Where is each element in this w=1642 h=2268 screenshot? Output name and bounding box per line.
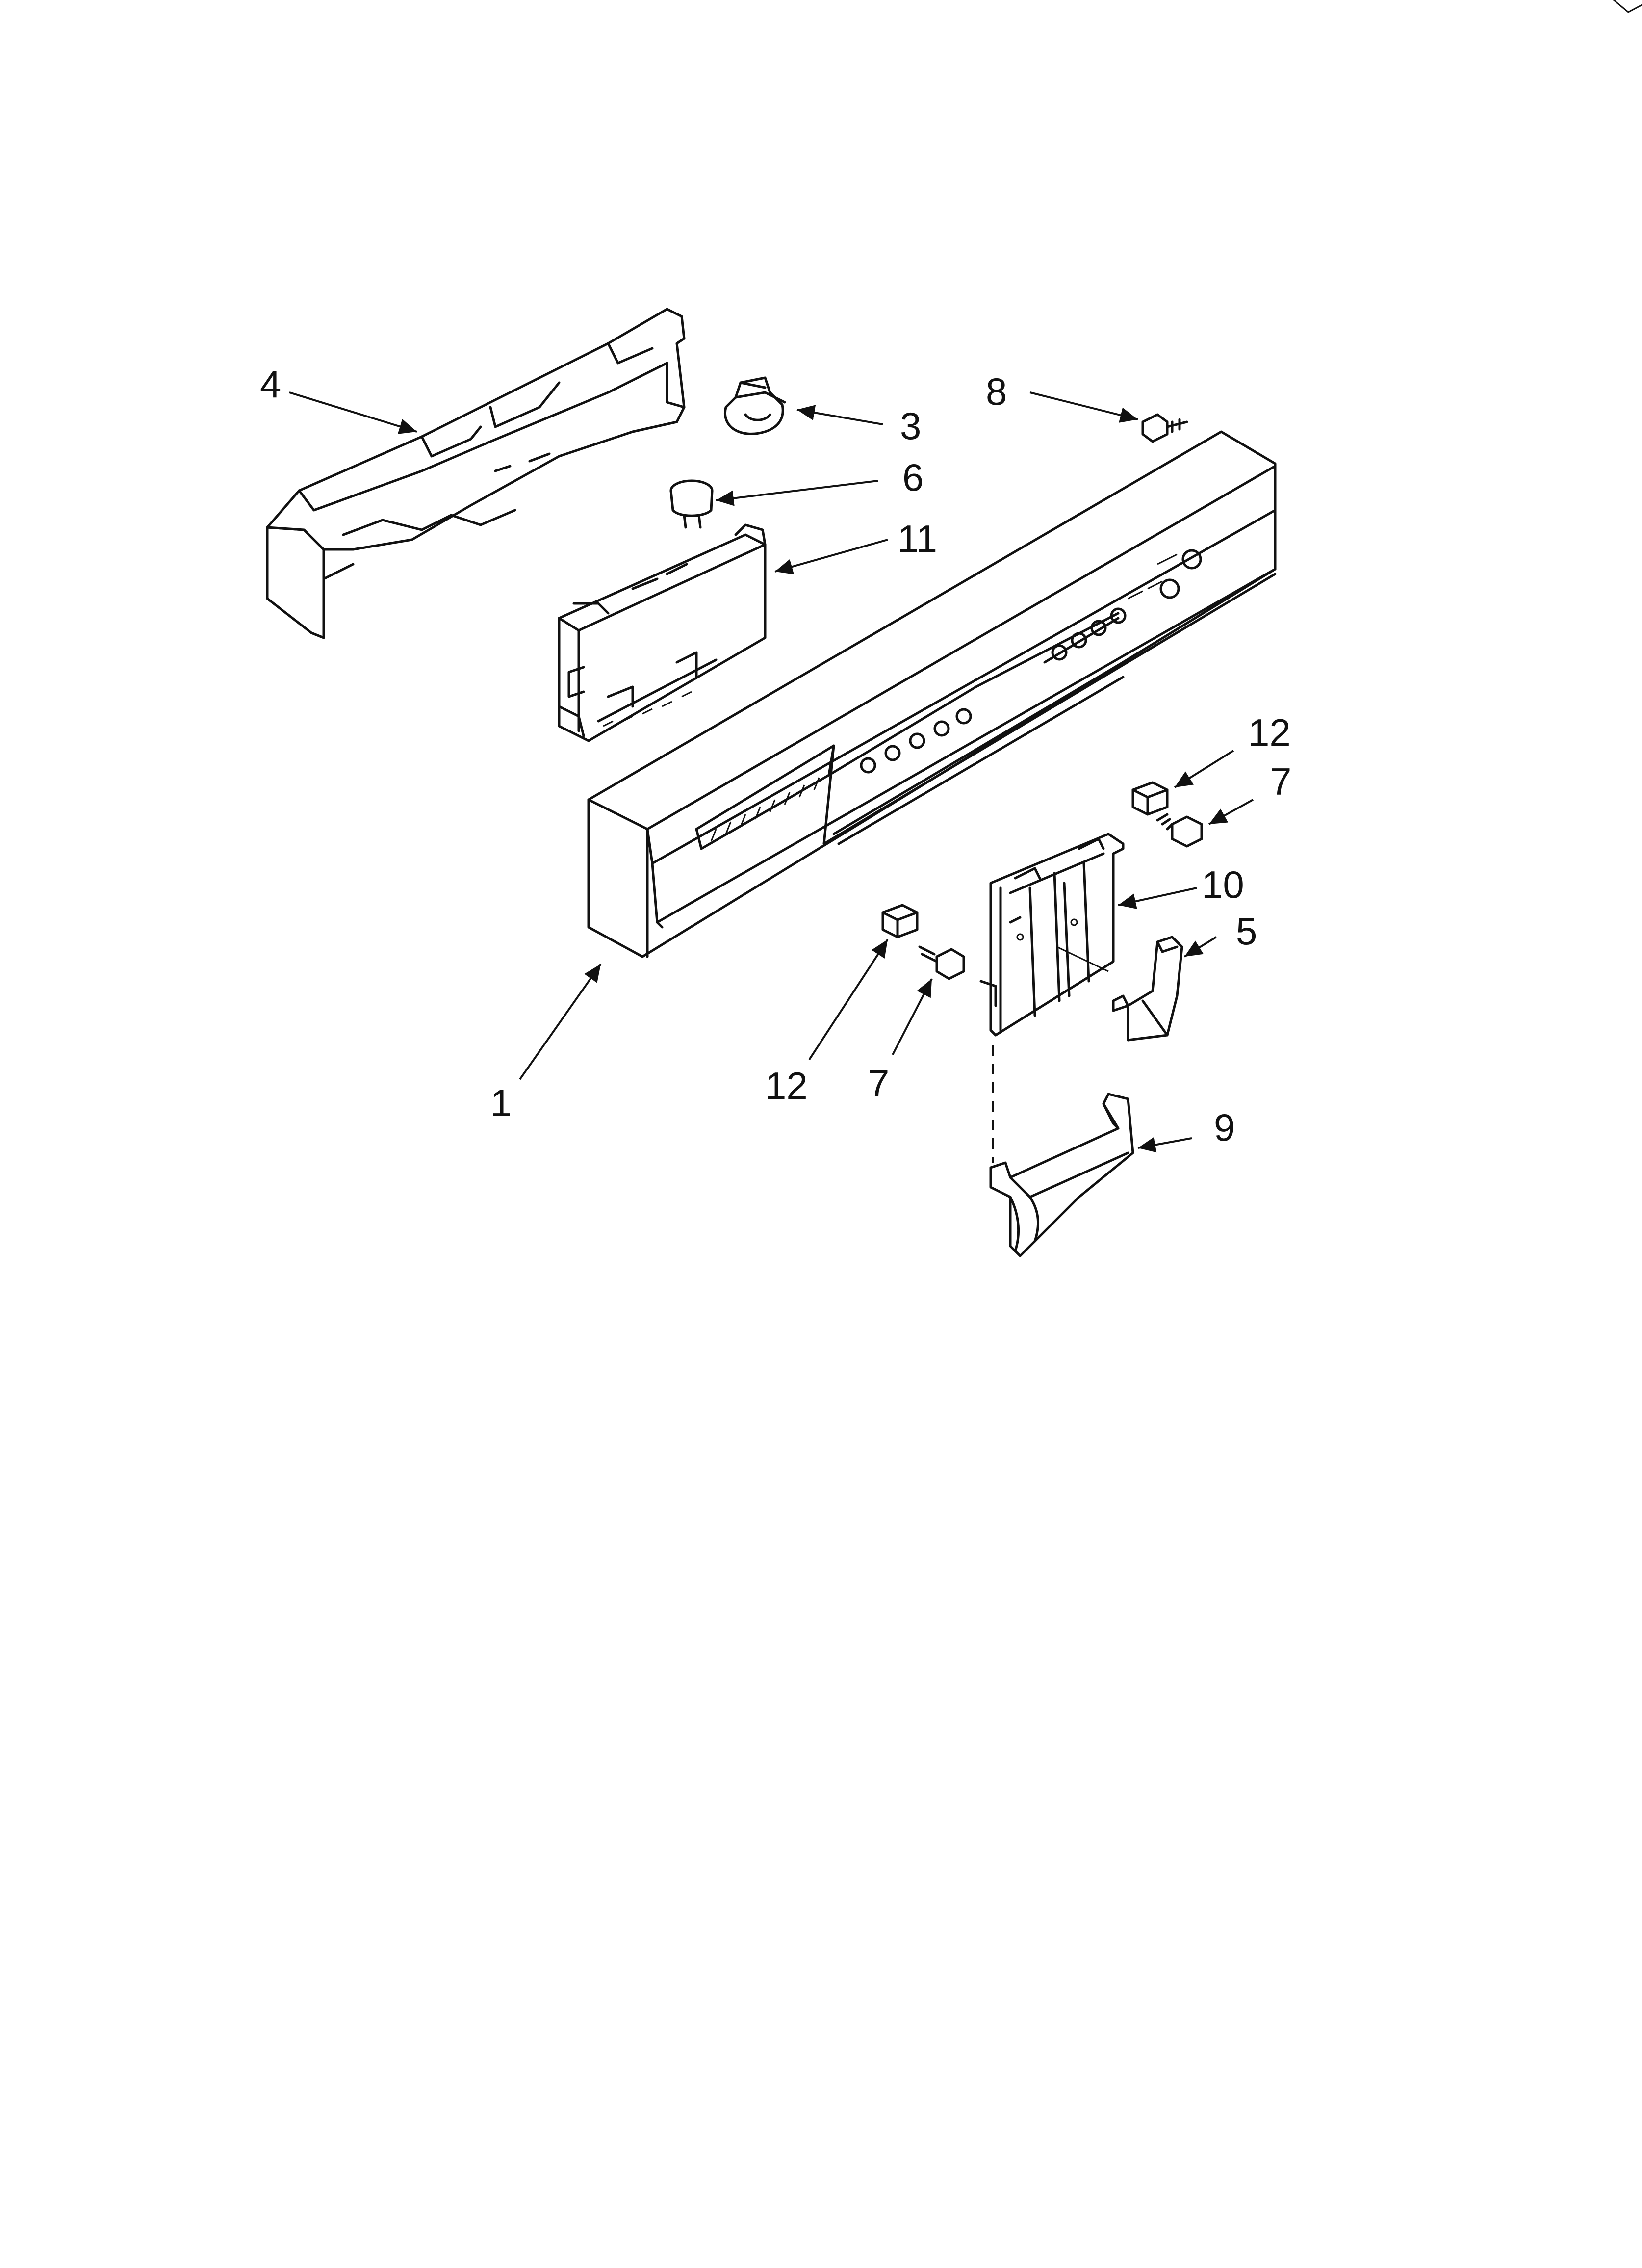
callout-9: 9: [1214, 1106, 1235, 1149]
part-8-screw: [1141, 413, 1188, 443]
leader-lines: [289, 391, 1254, 1153]
callout-3: 3: [900, 404, 921, 447]
callout-7-right: 7: [1270, 760, 1291, 803]
callout-10: 10: [1202, 863, 1244, 906]
part-1-console-panel: [587, 430, 1277, 958]
part-12-clip-left: [881, 904, 919, 938]
callout-4: 4: [260, 363, 281, 406]
part-7-screw-left: [918, 945, 965, 980]
part-10-bracket: [979, 833, 1125, 1037]
callout-7-left: 7: [868, 1062, 889, 1105]
part-7-screw-right: [1156, 813, 1203, 848]
callout-12-left: 12: [765, 1064, 808, 1107]
callout-12-right: 12: [1248, 711, 1291, 754]
callout-11: 11: [898, 517, 937, 560]
part-11-control-board: [558, 523, 767, 742]
callout-5: 5: [1236, 910, 1257, 953]
callout-1: 1: [490, 1081, 512, 1124]
part-6-knob: [669, 479, 714, 529]
part-4-housing: [266, 308, 686, 639]
part-12-clip-right: [1131, 781, 1169, 816]
part-5-latch: [1112, 936, 1183, 1042]
part-9-handle-bracket: [989, 1093, 1134, 1257]
corner-mark: [1613, 0, 1642, 13]
callout-8: 8: [986, 370, 1007, 413]
part-3-clip: [724, 376, 786, 435]
callout-6: 6: [902, 456, 924, 499]
